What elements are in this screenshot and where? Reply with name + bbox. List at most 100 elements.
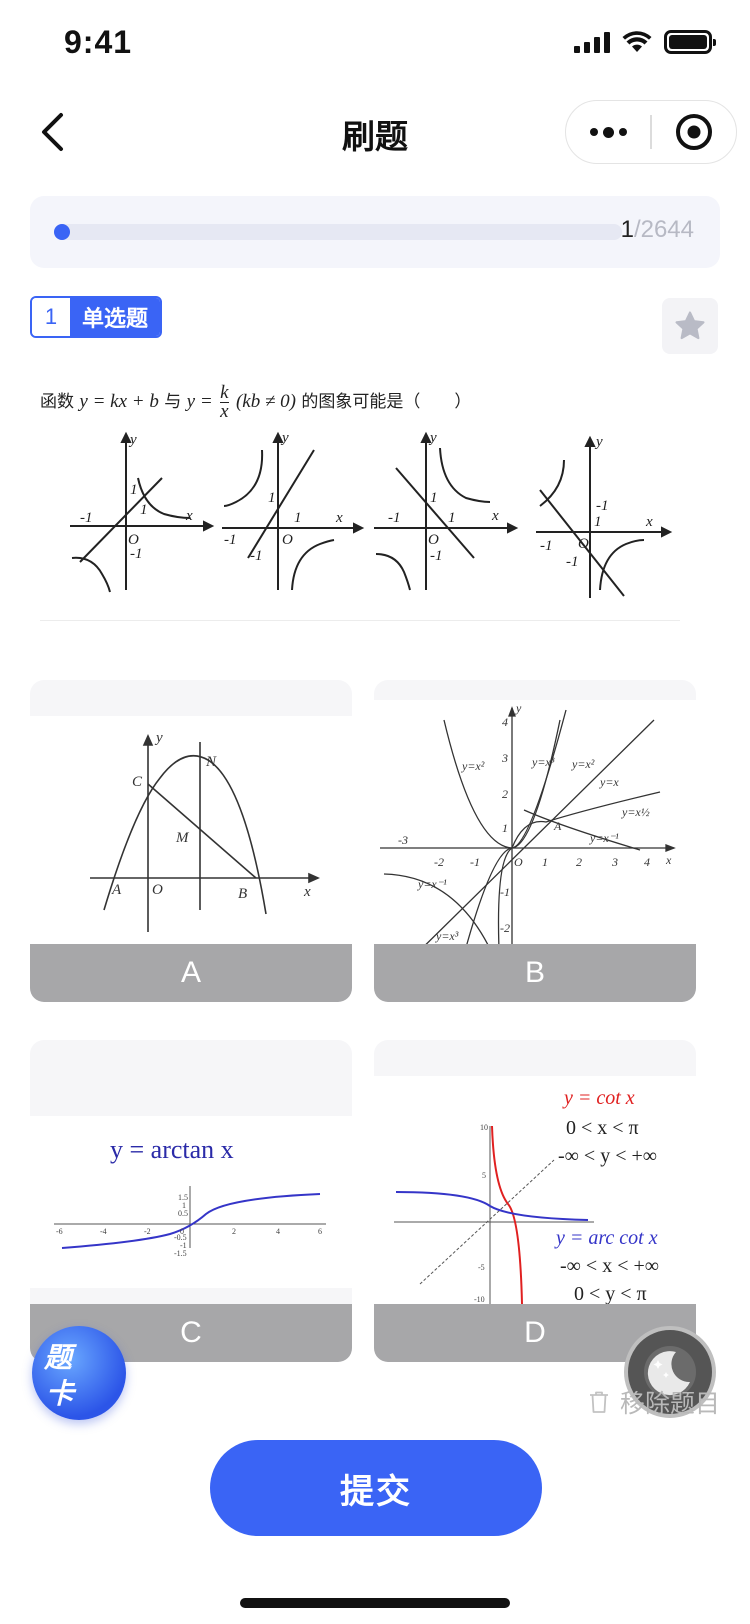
graph-label: -1: [130, 546, 143, 562]
graph-label: 1: [448, 510, 456, 526]
tick-label: -4: [100, 1227, 107, 1236]
option-d-graph: 10 5 -5 -10 y = cot x 0 < x < π -∞ < y <…: [374, 1076, 696, 1304]
progress-fill: [54, 224, 70, 240]
curve-label: y=x½: [621, 805, 650, 819]
graph-label: 1: [594, 514, 602, 530]
stem-graph-1: [70, 431, 215, 593]
point-label: N: [205, 754, 217, 770]
option-a-label: A: [30, 944, 352, 1002]
submit-button[interactable]: 提交: [210, 1440, 542, 1536]
point-label: M: [175, 830, 190, 846]
remove-question-button[interactable]: 移除题目: [588, 1384, 720, 1420]
home-indicator: [240, 1598, 510, 1608]
answer-card-text: 题: [44, 1342, 73, 1373]
battery-icon: [664, 30, 716, 54]
stem-fraction-num: k: [220, 382, 229, 403]
axis-label: y: [515, 701, 522, 715]
trash-icon: [589, 1391, 608, 1413]
stem-suffix: 的图象可能是（ ）: [301, 392, 472, 412]
tick-label: 2: [576, 855, 582, 869]
tick-label: -5: [478, 1263, 485, 1272]
graph-label: y: [428, 430, 437, 446]
stem-fraction: k x: [220, 382, 229, 421]
option-c[interactable]: y = arctan x -6 -4 -2 0 2 4 6 1.5 1 0.5 …: [30, 1040, 352, 1362]
curve-label: y=x³: [435, 929, 459, 943]
graph-label: x: [185, 508, 193, 524]
graph-label: x: [335, 510, 343, 526]
graph-cond: -∞ < y < +∞: [558, 1145, 657, 1167]
question-stem: 函数 y = kx + b 与 y = k x (kb ≠ 0) 的图象可能是（…: [40, 376, 710, 622]
tick-label: 4: [276, 1227, 280, 1236]
curve-label: y=x²: [571, 757, 595, 771]
curve-label: y=x⁻¹: [417, 877, 447, 891]
tick-label: -6: [56, 1227, 63, 1236]
progress-card: 1/2644: [30, 196, 720, 268]
point-label: A: [553, 819, 562, 833]
option-a-graph: A O B C M N y x: [30, 716, 352, 944]
option-b-label: B: [374, 944, 696, 1002]
night-mode-button[interactable]: [624, 1326, 716, 1418]
tick-label: 1: [542, 855, 548, 869]
option-b[interactable]: y=x² y=x³ y=x² y=x y=x½ y=x⁻¹ y=x⁻¹ y=x³…: [374, 680, 696, 1002]
tick-label: 4: [502, 715, 508, 729]
answer-card-button[interactable]: 题 卡: [32, 1326, 126, 1420]
stem-graph-2: [222, 431, 365, 591]
graph-label: x: [645, 514, 653, 530]
graph-title-arccot: y = arc cot x: [554, 1227, 658, 1249]
progress-track: [54, 224, 622, 240]
option-a[interactable]: A O B C M N y x A: [30, 680, 352, 1002]
graph-label: -1: [80, 510, 93, 526]
graph-label: y: [594, 434, 603, 450]
cellular-signal-icon: [574, 31, 610, 53]
graph-label: 1: [268, 490, 276, 506]
tick-label: 0.5: [178, 1209, 188, 1218]
stem-condition: (kb ≠ 0): [235, 391, 296, 412]
graph-label: O: [128, 532, 139, 548]
graph-title: y = arctan x: [110, 1135, 234, 1164]
stem-graphs: y x O 1 1 -1 -1 y x O 1 1 -1 -1 y x O 1 …: [70, 430, 673, 598]
graph-label: 1: [140, 502, 148, 518]
graph-label: -1: [224, 532, 237, 548]
tick-label: 5: [482, 1171, 486, 1180]
tick-label: -1: [470, 855, 480, 869]
stem-equation-2-lhs: y =: [186, 391, 213, 412]
progress-current: 1: [620, 216, 634, 243]
tick-label: 1.5: [178, 1193, 188, 1202]
tick-label: -1.5: [174, 1249, 187, 1258]
tick-label: -2: [434, 855, 444, 869]
more-dots-icon: [618, 128, 627, 136]
graph-label: 1: [294, 510, 302, 526]
graph-label: y: [128, 432, 137, 448]
page-title: 刷题: [342, 118, 408, 155]
nav-bar: 刷题: [0, 88, 750, 176]
option-d[interactable]: 10 5 -5 -10 y = cot x 0 < x < π -∞ < y <…: [374, 1040, 696, 1362]
favorite-button[interactable]: [662, 298, 718, 354]
tick-label: 1: [502, 821, 508, 835]
axis-label: x: [665, 853, 672, 867]
star-icon: [675, 311, 705, 340]
graph-label: 1: [130, 482, 138, 498]
close-miniprogram-button[interactable]: [652, 112, 737, 152]
point-label: O: [152, 882, 163, 898]
back-button[interactable]: [26, 106, 78, 158]
tick-label: 2: [502, 787, 508, 801]
graph-label: -1: [596, 498, 609, 514]
tick-label: 6: [318, 1227, 322, 1236]
axis-label: x: [303, 884, 311, 900]
answer-card-text: 卡: [46, 1378, 75, 1409]
tick-label: 3: [501, 751, 508, 765]
remove-question-label: 移除题目: [619, 1390, 720, 1418]
stem-equation-1: y = kx + b: [79, 391, 159, 412]
moon-icon: [644, 1346, 696, 1398]
tick-label: O: [514, 855, 523, 869]
tick-label: 0: [180, 1227, 184, 1236]
graph-label: -1: [388, 510, 401, 526]
tick-label: -2: [144, 1227, 151, 1236]
more-button[interactable]: [566, 101, 650, 163]
status-time: 9:41: [64, 24, 133, 60]
graph-label: -1: [540, 538, 553, 554]
stem-text: 函数 y = kx + b 与 y = k x (kb ≠ 0) 的图象可能是（…: [40, 382, 472, 421]
curve-label: y=x²: [461, 759, 485, 773]
point-label: A: [111, 882, 122, 898]
graph-label: -1: [430, 548, 443, 564]
